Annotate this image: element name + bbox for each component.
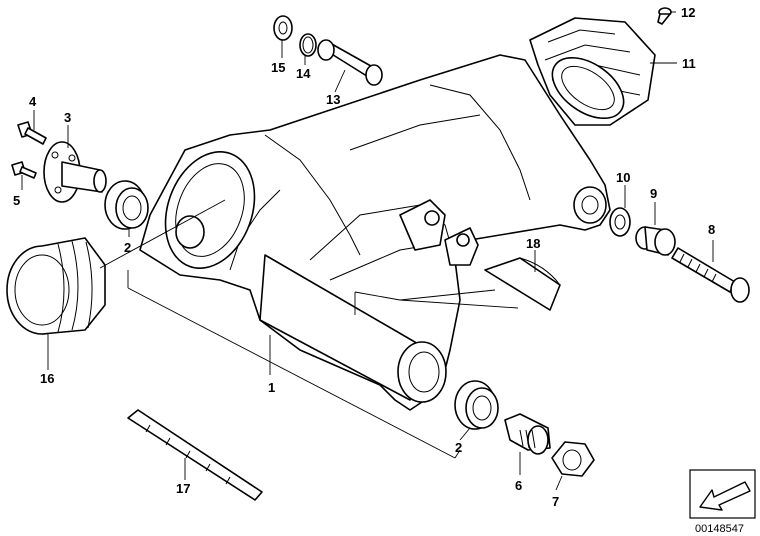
bolt-part-8 bbox=[671, 247, 750, 303]
label-part-18: 18 bbox=[526, 236, 540, 251]
label-part-9: 9 bbox=[650, 186, 657, 201]
label-part-12: 12 bbox=[681, 5, 695, 20]
label-part-3: 3 bbox=[64, 110, 71, 125]
bearing-part-2-left bbox=[104, 180, 149, 230]
washer-part-10 bbox=[609, 207, 631, 237]
bearing-part-2-right bbox=[454, 380, 499, 430]
bolt-part-4 bbox=[17, 121, 47, 145]
document-id: 00148547 bbox=[695, 523, 744, 535]
label-part-5: 5 bbox=[13, 193, 20, 208]
washer-part-15 bbox=[273, 15, 293, 41]
label-part-7: 7 bbox=[552, 494, 559, 509]
leader-lines bbox=[21, 11, 714, 491]
rubber-boot-part-11 bbox=[529, 17, 656, 126]
label-part-13: 13 bbox=[326, 92, 340, 107]
cover-plate-part-18 bbox=[484, 257, 561, 311]
direction-arrow-icon bbox=[699, 481, 751, 511]
label-part-6: 6 bbox=[515, 478, 522, 493]
label-part-16: 16 bbox=[40, 371, 54, 386]
part-labels: 1 2 2 3 4 5 6 7 8 9 10 11 12 13 14 15 16… bbox=[13, 5, 715, 509]
bolt-part-5 bbox=[11, 161, 37, 179]
bellows-boot-part-16 bbox=[6, 237, 106, 335]
label-part-1: 1 bbox=[268, 380, 275, 395]
label-part-4: 4 bbox=[29, 94, 37, 109]
label-part-11: 11 bbox=[682, 56, 696, 71]
sleeve-part-13 bbox=[317, 39, 383, 86]
label-part-17: 17 bbox=[176, 481, 190, 496]
label-part-8: 8 bbox=[708, 222, 715, 237]
label-part-10: 10 bbox=[616, 170, 630, 185]
label-part-15: 15 bbox=[271, 60, 285, 75]
cable-tie-part-17 bbox=[127, 409, 263, 501]
nut-part-7 bbox=[551, 441, 595, 477]
label-part-14: 14 bbox=[296, 66, 311, 81]
label-part-2-upper: 2 bbox=[124, 240, 131, 255]
spacer-part-9 bbox=[635, 226, 676, 256]
screw-part-12 bbox=[657, 7, 672, 25]
label-part-2-lower: 2 bbox=[455, 440, 462, 455]
orientation-arrow-box bbox=[689, 469, 756, 519]
flange-part-3 bbox=[43, 141, 107, 203]
swing-arm-part-1 bbox=[139, 54, 611, 411]
washer-part-14 bbox=[299, 33, 317, 57]
bushing-part-6 bbox=[504, 413, 551, 455]
